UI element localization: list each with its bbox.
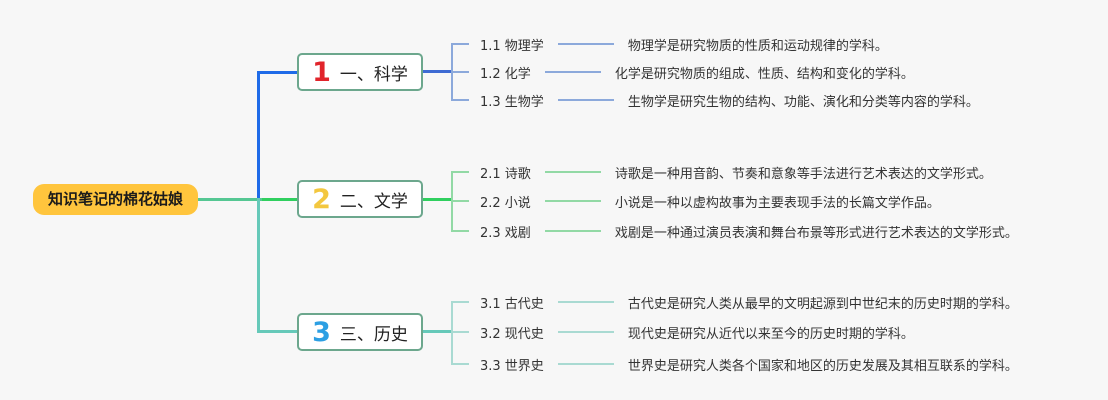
stub-line — [451, 171, 469, 173]
branch3-number: 3 — [312, 316, 331, 348]
root-connector-line — [196, 198, 262, 201]
branch3-connector-horizontal — [257, 330, 298, 333]
subtopic-label[interactable]: 1.3 生物学 — [480, 94, 544, 110]
subtopic-description[interactable]: 世界史是研究人类各个国家和地区的历史发展及其相互联系的学科。 — [627, 358, 1018, 374]
subtopic-label[interactable]: 1.1 物理学 — [480, 38, 544, 54]
subtopic-description[interactable]: 古代史是研究人类从最早的文明起源到中世纪末的历史时期的学科。 — [627, 296, 1018, 312]
subtopic-description[interactable]: 戏剧是一种通过演员表演和舞台布景等形式进行艺术表达的文学形式。 — [614, 225, 1018, 241]
label-desc-connector — [557, 301, 614, 303]
subtopic-description[interactable]: 物理学是研究物质的性质和运动规律的学科。 — [627, 38, 888, 54]
stub-line — [451, 71, 469, 73]
subtopic-label[interactable]: 2.1 诗歌 — [480, 166, 531, 182]
subtopic-row-drama: 2.3 戏剧 戏剧是一种通过演员表演和舞台布景等形式进行艺术表达的文学形式。 — [451, 220, 1018, 242]
label-desc-connector — [557, 43, 614, 45]
branch-node-science[interactable]: 1 一、科学 — [297, 53, 423, 91]
branch3-children-trunk — [451, 302, 453, 364]
subtopic-row-novel: 2.2 小说 小说是一种以虚构故事为主要表现手法的长篇文学作品。 — [451, 190, 940, 212]
branch-node-history[interactable]: 3 三、历史 — [297, 313, 423, 351]
branch1-label: 一、科学 — [339, 64, 408, 85]
subtopic-row-chemistry: 1.2 化学 化学是研究物质的组成、性质、结构和变化的学科。 — [451, 61, 914, 83]
subtopic-label[interactable]: 3.1 古代史 — [480, 296, 544, 312]
stub-line — [451, 99, 469, 101]
label-desc-connector — [557, 331, 614, 333]
subtopic-label[interactable]: 2.2 小说 — [480, 195, 531, 211]
branch1-connector-vertical — [257, 71, 260, 201]
stub-line — [451, 200, 469, 202]
label-desc-connector — [544, 230, 601, 232]
branch2-connector-horizontal — [262, 198, 298, 201]
stub-line — [451, 43, 469, 45]
label-desc-connector — [544, 200, 601, 202]
branch3-children-link — [423, 330, 451, 333]
branch1-number: 1 — [312, 56, 331, 88]
subtopic-description[interactable]: 现代史是研究从近代以来至今的历史时期的学科。 — [627, 326, 914, 342]
subtopic-description[interactable]: 生物学是研究生物的结构、功能、演化和分类等内容的学科。 — [627, 94, 979, 110]
stub-line — [451, 301, 469, 303]
subtopic-row-biology: 1.3 生物学 生物学是研究生物的结构、功能、演化和分类等内容的学科。 — [451, 89, 979, 111]
branch2-children-link — [423, 198, 451, 201]
subtopic-row-ancient-history: 3.1 古代史 古代史是研究人类从最早的文明起源到中世纪末的历史时期的学科。 — [451, 291, 1018, 313]
branch1-children-link — [423, 70, 451, 73]
subtopic-label[interactable]: 2.3 戏剧 — [480, 225, 531, 241]
subtopic-row-modern-history: 3.2 现代史 现代史是研究从近代以来至今的历史时期的学科。 — [451, 321, 914, 343]
label-desc-connector — [544, 171, 601, 173]
branch-node-literature[interactable]: 2 二、文学 — [297, 180, 423, 218]
subtopic-row-poetry: 2.1 诗歌 诗歌是一种用音韵、节奏和意象等手法进行艺术表达的文学形式。 — [451, 161, 992, 183]
subtopic-label[interactable]: 1.2 化学 — [480, 66, 531, 82]
stub-line — [451, 331, 469, 333]
stub-line — [451, 230, 469, 232]
branch2-label: 二、文学 — [339, 191, 408, 212]
subtopic-description[interactable]: 诗歌是一种用音韵、节奏和意象等手法进行艺术表达的文学形式。 — [614, 166, 992, 182]
label-desc-connector — [557, 99, 614, 101]
branch2-number: 2 — [312, 183, 331, 215]
stub-line — [451, 363, 469, 365]
label-desc-connector — [557, 363, 614, 365]
subtopic-label[interactable]: 3.2 现代史 — [480, 326, 544, 342]
subtopic-row-physics: 1.1 物理学 物理学是研究物质的性质和运动规律的学科。 — [451, 33, 888, 55]
subtopic-row-world-history: 3.3 世界史 世界史是研究人类各个国家和地区的历史发展及其相互联系的学科。 — [451, 353, 1018, 375]
branch1-connector-horizontal — [257, 71, 298, 74]
label-desc-connector — [544, 71, 601, 73]
subtopic-description[interactable]: 化学是研究物质的组成、性质、结构和变化的学科。 — [614, 66, 914, 82]
root-node[interactable]: 知识笔记的棉花姑娘 — [33, 184, 199, 215]
branch3-label: 三、历史 — [339, 324, 408, 345]
subtopic-description[interactable]: 小说是一种以虚构故事为主要表现手法的长篇文学作品。 — [614, 195, 940, 211]
branch3-connector-vertical — [257, 198, 260, 333]
subtopic-label[interactable]: 3.3 世界史 — [480, 358, 544, 374]
